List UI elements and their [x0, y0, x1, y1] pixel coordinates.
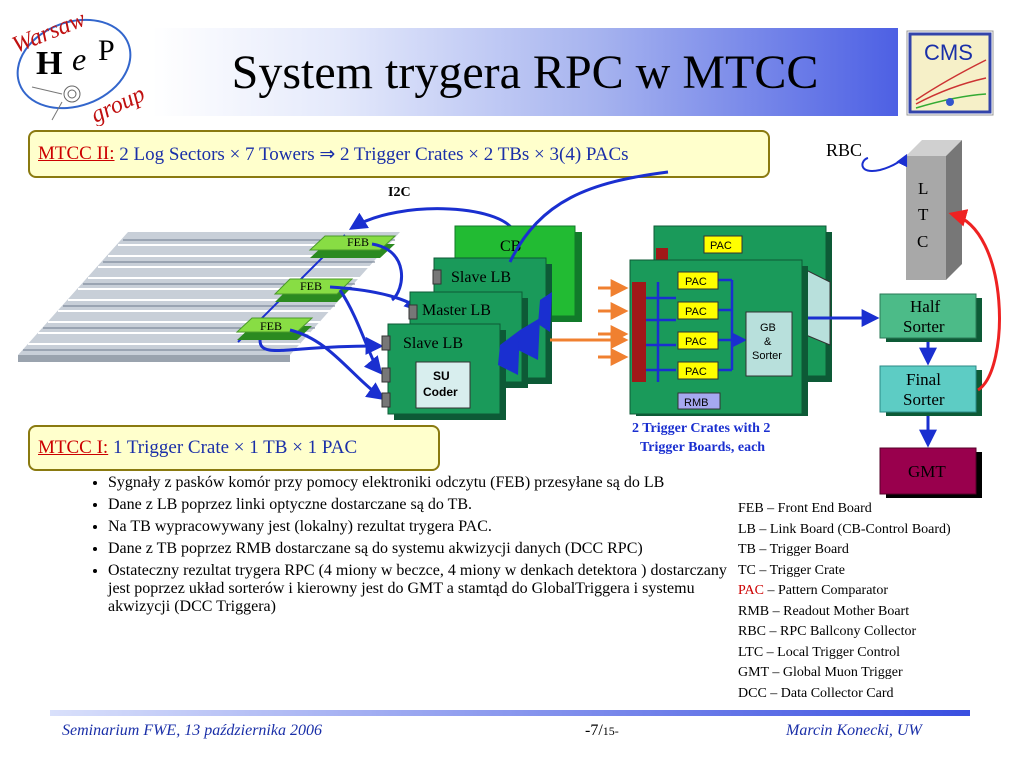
logo-group: group: [87, 81, 149, 126]
bullet-item: Dane z LB poprzez linki optyczne dostarc…: [108, 496, 730, 514]
pac-box-2: [677, 301, 719, 320]
logo-p: P: [98, 34, 115, 67]
bullet-item: Dane z TB poprzez RMB dostarczane są do …: [108, 540, 730, 558]
crate-caption-1: 2 Trigger Crates with 2: [632, 421, 770, 436]
rmb-box: [677, 392, 721, 410]
mtcc1-label: MTCC I:: [38, 437, 109, 458]
gmt-box: GMT: [879, 447, 982, 498]
gb-label-3: Sorter: [752, 350, 782, 362]
cms-logo-text: CMS: [924, 40, 973, 65]
pac-box-4: [677, 361, 719, 380]
legend-item: LB – Link Board (CB-Control Board): [738, 521, 951, 537]
legend-item: TB – Trigger Board: [738, 542, 849, 557]
legend-item: FEB – Front End Board: [738, 501, 872, 516]
logo-h: H: [36, 45, 62, 82]
feb-label-1: FEB: [347, 235, 369, 249]
footer-seminar: Seminarium FWE, 13 października 2006: [62, 722, 322, 739]
i2c-arrow: [348, 207, 517, 236]
title-bar: [152, 28, 898, 116]
gmt-label: GMT: [908, 462, 946, 481]
pac-label-3: PAC: [685, 336, 707, 348]
ltc-letter-t: T: [918, 205, 929, 224]
footer-page: -7/: [585, 722, 603, 739]
trigger-crate-front: PAC PAC PAC PAC RMB GB & Sorter: [629, 259, 808, 416]
optical-link-connectors: [498, 292, 552, 375]
mtcc2-callout: MTCC II: 2 Log Sectors × 7 Towers ⇒ 2 Tr…: [28, 130, 770, 178]
feb-label-2: FEB: [300, 279, 322, 293]
legend-item: LTC – Local Trigger Control: [738, 644, 901, 660]
feb-board-2: FEB: [273, 278, 354, 302]
half-sorter: Half Sorter: [879, 293, 982, 342]
legend-item-pac: PAC – Pattern Comparator: [738, 581, 1024, 602]
master-lb-label: Master LB: [422, 302, 491, 319]
footer-page-number: -7/15-: [585, 722, 619, 740]
crate-caption-2: Trigger Boards, each: [640, 440, 765, 455]
i2c-label: I2C: [388, 185, 411, 200]
slave-lb-bottom-label: Slave LB: [403, 335, 463, 352]
legend-item: DCC – Data Collector Card: [738, 685, 894, 701]
mtcc1-text: 1 Trigger Crate × 1 TB × 1 PAC: [108, 437, 358, 458]
final-sorter: Final Sorter: [879, 365, 982, 416]
half-sorter-label-1: Half: [910, 297, 941, 316]
rmb-label: RMB: [684, 397, 708, 409]
gb-sorter-box: [745, 311, 793, 377]
logo-e: e: [72, 41, 86, 77]
cms-logo: CMS: [906, 30, 994, 116]
page-title: System trygera RPC w MTCC: [231, 45, 819, 99]
pac-label-2: PAC: [685, 306, 707, 318]
final-sorter-label-2: Sorter: [903, 390, 945, 409]
bullet-item: Na TB wypracowywany jest (lokalny) rezul…: [108, 518, 730, 536]
mtcc2-text: 2 Log Sectors × 7 Towers ⇒ 2 Trigger Cra…: [114, 143, 629, 165]
feb-board-1: FEB: [308, 235, 397, 258]
su-coder-box: [415, 361, 471, 409]
su-coder-line-2: Coder: [423, 385, 458, 399]
footer-author: Marcin Konecki, UW: [786, 722, 922, 739]
gb-label-1: GB: [760, 322, 776, 334]
half-sorter-label-2: Sorter: [903, 317, 945, 336]
abbreviation-legend: FEB – Front End Board LB – Link Board (C…: [738, 499, 1024, 704]
legend-pac-abbr: PAC: [738, 583, 764, 598]
final-sorter-label-1: Final: [906, 370, 941, 389]
slave-lb-top-label: Slave LB: [451, 269, 511, 286]
legend-item: RBC – RPC Ballcony Collector: [738, 624, 917, 639]
pac-box-1: [677, 271, 719, 290]
mtcc2-label: MTCC II:: [38, 143, 115, 164]
pac-box-back: [703, 235, 743, 254]
rbc-label: RBC: [826, 140, 862, 160]
footer-divider: [50, 710, 970, 716]
legend-pac-rest: – Pattern Comparator: [763, 583, 888, 598]
feb-label-3: FEB: [260, 319, 282, 333]
pac-label-1: PAC: [685, 276, 707, 288]
slave-lb-bottom: Slave LB SU Coder: [381, 323, 506, 420]
footer-total: 15-: [602, 724, 619, 738]
bullet-item: Sygnały z pasków komór przy pomocy elekt…: [108, 474, 730, 492]
ltc-letter-l: L: [918, 179, 928, 198]
su-coder-line-1: SU: [433, 369, 450, 383]
pac-label-4: PAC: [685, 366, 707, 378]
trigger-diagram: FEB FEB FEB I2C CB Slave LB Master LB: [18, 140, 1001, 498]
legend-item: GMT – Global Muon Trigger: [738, 665, 903, 680]
bullet-list: Sygnały z pasków komór przy pomocy elekt…: [70, 474, 730, 620]
pac-back-label: PAC: [710, 240, 732, 252]
mtcc1-callout: MTCC I: 1 Trigger Crate × 1 TB × 1 PAC: [28, 425, 440, 471]
gb-label-2: &: [764, 336, 772, 348]
legend-item: TC – Trigger Crate: [738, 562, 845, 578]
optical-input-arrows: [550, 279, 629, 366]
ltc-box: L T C: [906, 140, 962, 280]
pac-box-3: [677, 331, 719, 350]
legend-item: RMB – Readout Mother Boart: [738, 603, 910, 619]
ltc-letter-c: C: [917, 232, 928, 251]
bullet-item: Ostateczny rezultat trygera RPC (4 miony…: [108, 562, 730, 616]
warsaw-hep-group-logo: Warsaw H e P group: [9, 6, 149, 126]
